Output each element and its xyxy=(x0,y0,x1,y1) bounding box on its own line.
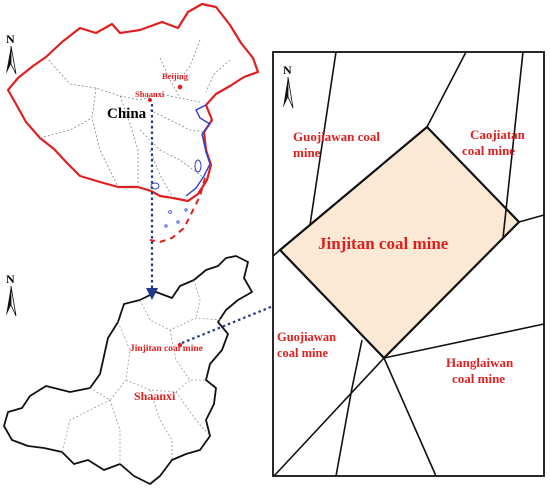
beijing-label: Beijing xyxy=(162,71,189,81)
taiwan-island xyxy=(194,159,202,173)
guojiawan-nw-label-2: mine xyxy=(293,145,321,160)
caojiatan-label-1: Caojiatan xyxy=(470,127,526,142)
guojiawan-sw-label-2: coal mine xyxy=(277,346,328,360)
north-arrow-detail-icon-half xyxy=(287,76,294,109)
site-marker xyxy=(177,342,183,348)
caojiatan-label-2: coal mine xyxy=(462,143,515,158)
detail-map: Jinjitan coal mine Guojiawan coal mine C… xyxy=(272,51,545,477)
mine-boundary-lines xyxy=(272,51,545,477)
jinjitan-label: Jinjitan coal mine xyxy=(318,234,449,253)
hanglaiwan-label-2: coal mine xyxy=(452,371,505,386)
province-label: Shaanxi xyxy=(134,389,176,403)
province-map: Jinjitan coal mine Shaanxi xyxy=(3,255,253,485)
sea-islands xyxy=(164,208,188,228)
province-outline xyxy=(3,255,253,485)
hanglaiwan-label-1: Hanglaiwan xyxy=(446,355,514,370)
china-label: China xyxy=(107,106,147,122)
north-arrow-province-icon xyxy=(6,286,11,316)
shaanxi-marker xyxy=(148,98,152,102)
north-arrow-province: N xyxy=(6,272,17,317)
beijing-marker xyxy=(177,84,183,90)
north-label-detail: N xyxy=(283,63,292,77)
north-label-province: N xyxy=(6,272,15,286)
north-arrow-china: N xyxy=(6,32,17,75)
arrow-head-down xyxy=(146,288,158,300)
north-arrow-china-icon xyxy=(6,46,11,74)
shaanxi-label-small: Shaanxi xyxy=(135,89,165,99)
china-map: Beijing Shaanxi China xyxy=(6,2,260,244)
north-label-china: N xyxy=(6,32,15,46)
county-borders xyxy=(61,279,223,464)
south-china-sea-line xyxy=(149,177,206,244)
hainan-island xyxy=(150,182,160,190)
china-coastline xyxy=(185,104,212,197)
north-arrow-china-icon-half xyxy=(10,45,17,75)
site-label: Jinjitan coal mine xyxy=(130,344,203,354)
guojiawan-sw-label-1: Guojiawan xyxy=(277,330,336,344)
north-arrow-detail-icon xyxy=(283,77,288,108)
north-arrow-province-icon-half xyxy=(10,285,17,317)
north-arrow-detail: N xyxy=(283,63,294,109)
china-outline xyxy=(6,2,260,203)
province-borders xyxy=(39,39,231,199)
guojiawan-nw-label-1: Guojiawan coal xyxy=(293,129,380,144)
